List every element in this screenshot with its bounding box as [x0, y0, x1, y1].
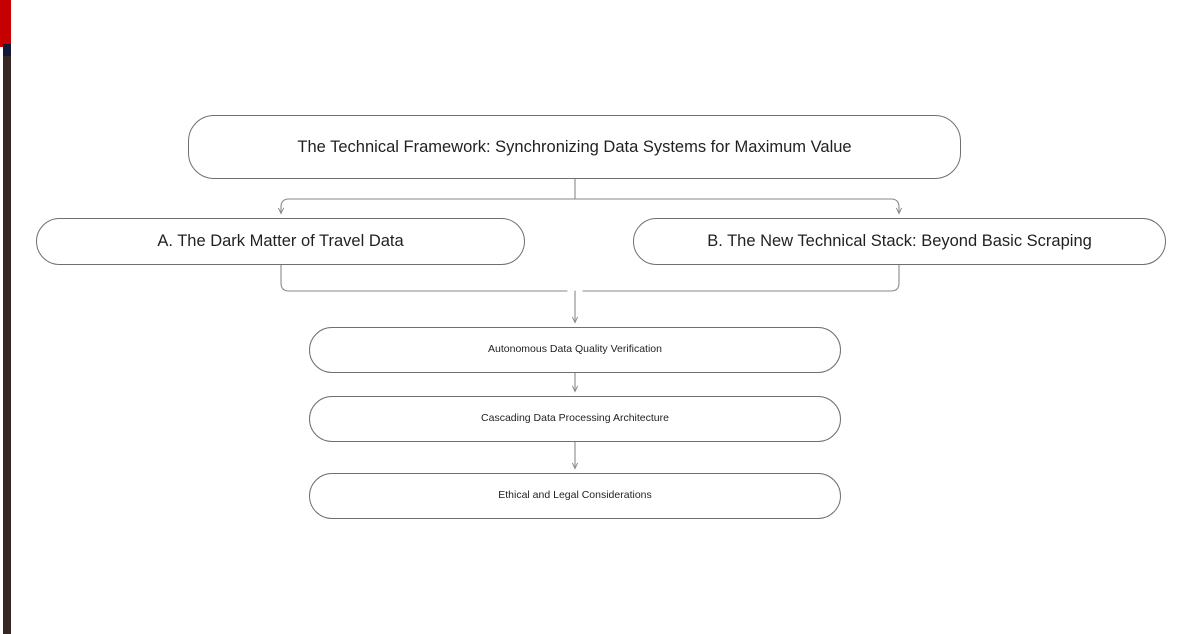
flowchart-node-ethical-and-legal-considerations[interactable]: Ethical and Legal Considerations [309, 473, 841, 519]
edge-strip-brown [3, 56, 11, 634]
edge-root-to-a [277, 198, 576, 215]
edge-strip-red [0, 0, 11, 47]
edge-root-to-b [574, 198, 903, 215]
flowchart-node-root[interactable]: The Technical Framework: Synchronizing D… [188, 115, 961, 179]
flowchart-node-b[interactable]: B. The New Technical Stack: Beyond Basic… [633, 218, 1166, 265]
edge-a-to-merge [280, 264, 568, 292]
flowchart-node-autonomous-data-quality-verification[interactable]: Autonomous Data Quality Verification [309, 327, 841, 373]
flowchart-node-a[interactable]: A. The Dark Matter of Travel Data [36, 218, 525, 265]
flowchart-node-cascading-data-processing-architecture[interactable]: Cascading Data Processing Architecture [309, 396, 841, 442]
edge-strip-navy [3, 44, 11, 58]
edge-b-to-merge [582, 264, 900, 292]
